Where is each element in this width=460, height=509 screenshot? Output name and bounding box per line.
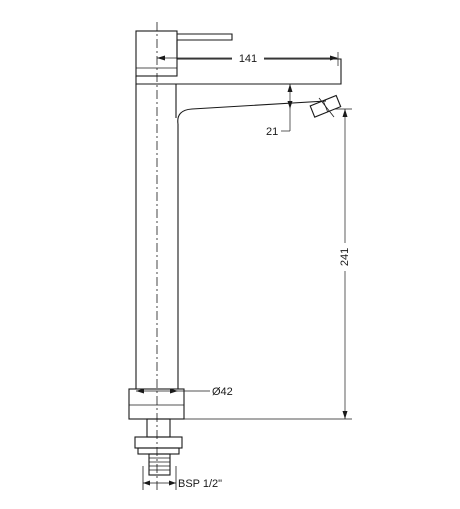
threaded-connection (134, 418, 183, 490)
dimension-connection-thread: BSP 1/2" (143, 478, 222, 490)
body-diameter-label: Ø42 (212, 386, 233, 398)
spout-reach-label: 141 (239, 53, 257, 65)
dimension-outlet-height: 241 (184, 108, 354, 420)
lever-handle (135, 30, 178, 77)
dimension-body-diameter: Ø42 (136, 386, 233, 398)
dimension-spout-height: 21 (266, 83, 302, 138)
spout (135, 61, 342, 85)
outlet-height-label: 241 (339, 248, 351, 266)
base-flange (128, 388, 185, 420)
dimension-spout-reach: 141 (157, 50, 339, 66)
tap-body-outline (128, 22, 342, 492)
spout-height-label: 21 (266, 126, 278, 138)
connection-thread-label: BSP 1/2" (178, 478, 222, 490)
